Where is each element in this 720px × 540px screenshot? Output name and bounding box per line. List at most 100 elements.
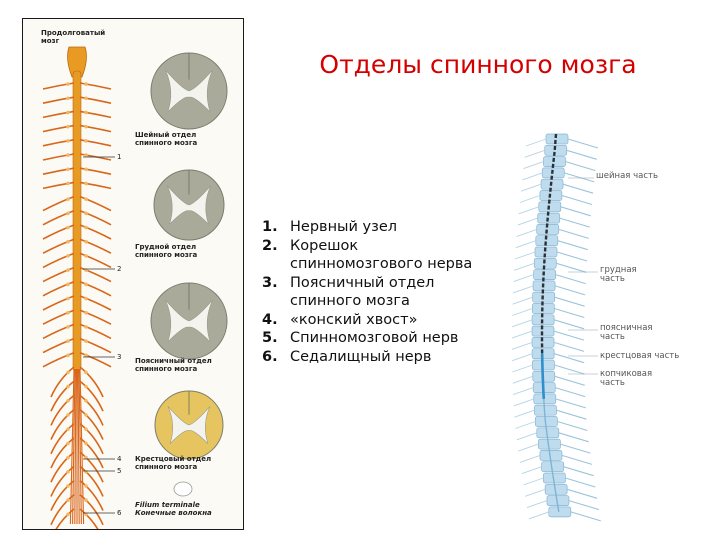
legend-item: 3.Поясничный отдел спинного мозга — [262, 274, 492, 311]
nerve-ganglion — [84, 124, 88, 129]
nerve-ganglion — [66, 399, 70, 403]
spinal-nerve-left — [42, 96, 75, 104]
spinal-nerve-right — [79, 352, 112, 368]
spinal-root — [518, 443, 539, 452]
spinal-nerve-right — [79, 408, 104, 440]
spinal-nerve-left — [42, 252, 75, 269]
spinal-root — [560, 443, 591, 454]
nerve-ganglion — [84, 96, 88, 101]
lumbar-label-line-1: Поясничный отдел — [135, 357, 212, 365]
nerve-ganglion — [84, 181, 88, 186]
spinal-root — [565, 161, 596, 172]
spinal-root — [554, 375, 585, 386]
spinal-nerve-left — [42, 82, 75, 90]
cauda-equina-strand — [72, 368, 76, 525]
spinal-nerve-right — [79, 380, 104, 412]
spinal-root — [514, 262, 535, 271]
nerve-ganglion — [84, 484, 88, 488]
spinal-root — [519, 454, 541, 463]
nerve-ganglion — [66, 268, 70, 272]
nerve-ganglion — [66, 370, 70, 375]
spinal-nerve-left — [50, 408, 75, 440]
filum-terminale-section — [173, 481, 193, 497]
nerve-ganglion — [66, 96, 70, 101]
spinal-nerve-right — [79, 224, 112, 240]
thoracic-part-label: грудная часть — [600, 266, 637, 284]
filum-label-line-1: Filium terminale — [135, 501, 200, 509]
medulla-bulb — [67, 46, 87, 78]
spinal-root — [558, 228, 589, 239]
spinal-nerve-right — [79, 337, 112, 354]
spinal-root — [566, 488, 598, 499]
grey-matter-butterfly — [165, 299, 213, 343]
nerve-ganglion — [84, 153, 88, 157]
medulla-label-line-1: Продолговатый — [41, 29, 106, 37]
thoracic-part-label-line-1: грудная — [600, 265, 637, 275]
spinal-root — [524, 488, 546, 497]
spinal-root — [522, 172, 543, 181]
nerve-ganglion — [66, 498, 70, 503]
spinal-root — [555, 274, 586, 285]
spinal-nerve-right — [79, 309, 112, 325]
nerve-ganglion — [84, 139, 88, 143]
nerve-ganglion — [66, 167, 70, 172]
nerve-ganglion — [84, 470, 88, 474]
spinal-root — [556, 262, 587, 273]
nerve-ganglion — [66, 296, 70, 301]
spinal-root — [511, 341, 533, 350]
nerve-ganglion — [66, 339, 70, 343]
callout-6: 6 — [117, 509, 122, 517]
spinal-root — [568, 500, 600, 511]
nerve-ganglion — [84, 197, 88, 201]
spinal-nerve-left — [42, 195, 75, 212]
nerve-ganglion — [66, 254, 70, 258]
spinal-nerve-right — [79, 82, 112, 90]
spinal-root — [526, 500, 548, 509]
spinal-nerve-left — [50, 366, 75, 398]
spinal-nerve-left — [50, 380, 75, 412]
nerve-ganglion — [66, 427, 70, 432]
spinal-root — [553, 330, 585, 341]
nerve-ganglion — [84, 441, 88, 446]
nerve-ganglion — [66, 484, 70, 488]
cauda-equina-strand — [77, 368, 80, 525]
spinal-root — [512, 364, 533, 373]
cauda-equina-strand — [69, 368, 75, 525]
spinal-root — [557, 240, 588, 251]
nerve-ganglion — [84, 225, 88, 230]
vertebra — [534, 404, 557, 416]
spinal-nerve-right — [79, 394, 104, 426]
nerve-ganglion — [84, 370, 88, 375]
spine-column-drawing — [511, 133, 601, 522]
nerve-ganglion — [84, 339, 88, 343]
nerve-ganglion — [66, 139, 70, 143]
spinal-root — [511, 319, 533, 328]
spinal-nerve-left — [42, 352, 75, 368]
spinal-root — [557, 420, 588, 432]
spinal-root — [560, 206, 591, 217]
callout-3: 3 — [117, 353, 122, 361]
sacral-part-label-line-1: крестцовая часть — [600, 351, 680, 361]
nerve-ganglion — [84, 167, 88, 172]
spinal-nerve-right — [79, 423, 104, 455]
nerve-ganglion — [66, 225, 70, 230]
page-title: Отделы спинного мозга — [319, 50, 637, 79]
thoracic-part-label-line-2: часть — [600, 274, 625, 284]
legend-number: 1. — [262, 219, 278, 235]
legend-item: 1.Нервный узел — [262, 218, 492, 237]
nerve-ganglion — [84, 325, 88, 329]
legend-number: 5. — [262, 330, 278, 346]
nerve-ganglion — [84, 498, 88, 503]
spinal-nerve-right — [79, 295, 112, 311]
nerve-ganglion — [84, 110, 88, 115]
spinal-nerve-left — [42, 295, 75, 311]
spinal-nerve-left — [50, 394, 75, 426]
spinal-root — [519, 195, 541, 203]
spinal-nerve-left — [42, 238, 75, 254]
spinal-nerve-left — [42, 309, 75, 325]
spinal-root — [561, 454, 593, 465]
legend-number: 2. — [262, 237, 278, 254]
spinal-root — [520, 183, 542, 192]
spinal-root — [553, 353, 585, 364]
nerve-ganglion — [66, 110, 70, 115]
